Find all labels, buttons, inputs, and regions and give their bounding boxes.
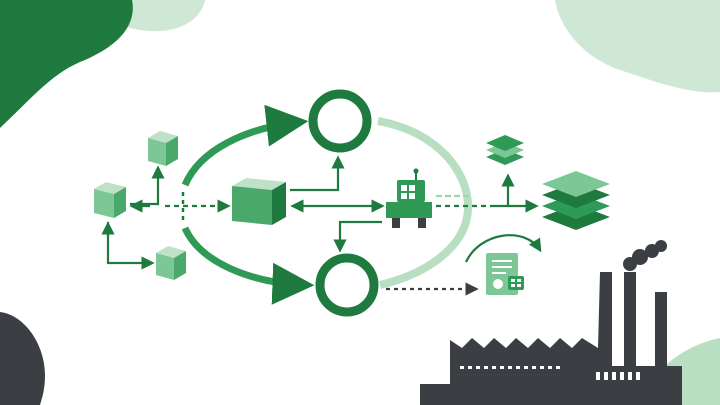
blob-top-left-dark: [0, 0, 133, 128]
cube-icon-top: [148, 131, 178, 166]
link-machine-to-bottom-ring: [333, 220, 382, 253]
center-connectors: [290, 155, 385, 253]
layer-stack-icon-large: [542, 171, 610, 230]
link-center-to-top-ring: [290, 155, 345, 192]
right-connectors: [386, 173, 542, 296]
blob-bottom-left-dark: [0, 312, 45, 405]
flow-arcs: [181, 104, 473, 305]
factory-icon: [420, 272, 682, 405]
link-cube-to-bottom: [106, 222, 155, 270]
arc-top-left: [181, 104, 309, 187]
ring-node-top-icon: [308, 89, 372, 153]
smoke-icon: [623, 240, 667, 271]
document-icon: [486, 253, 524, 295]
layer-stack-icon-small: [486, 135, 524, 165]
factory-body: [420, 272, 682, 405]
arc-bottom-left: [181, 226, 315, 305]
link-cube-to-top: [130, 165, 165, 206]
ring-node-bottom-icon: [315, 253, 379, 317]
arc-right-pale: [377, 117, 473, 289]
cube-icon-bottom: [156, 246, 186, 280]
link-to-small-stack: [492, 173, 515, 208]
factory-windows: [460, 366, 640, 380]
cube-icon-center: [232, 178, 286, 225]
cube-icon-left: [94, 182, 126, 218]
left-connectors: [101, 165, 231, 270]
link-curve-to-document: [465, 234, 542, 263]
robot-machine-icon: [386, 168, 432, 228]
blob-top-right: [555, 0, 720, 93]
